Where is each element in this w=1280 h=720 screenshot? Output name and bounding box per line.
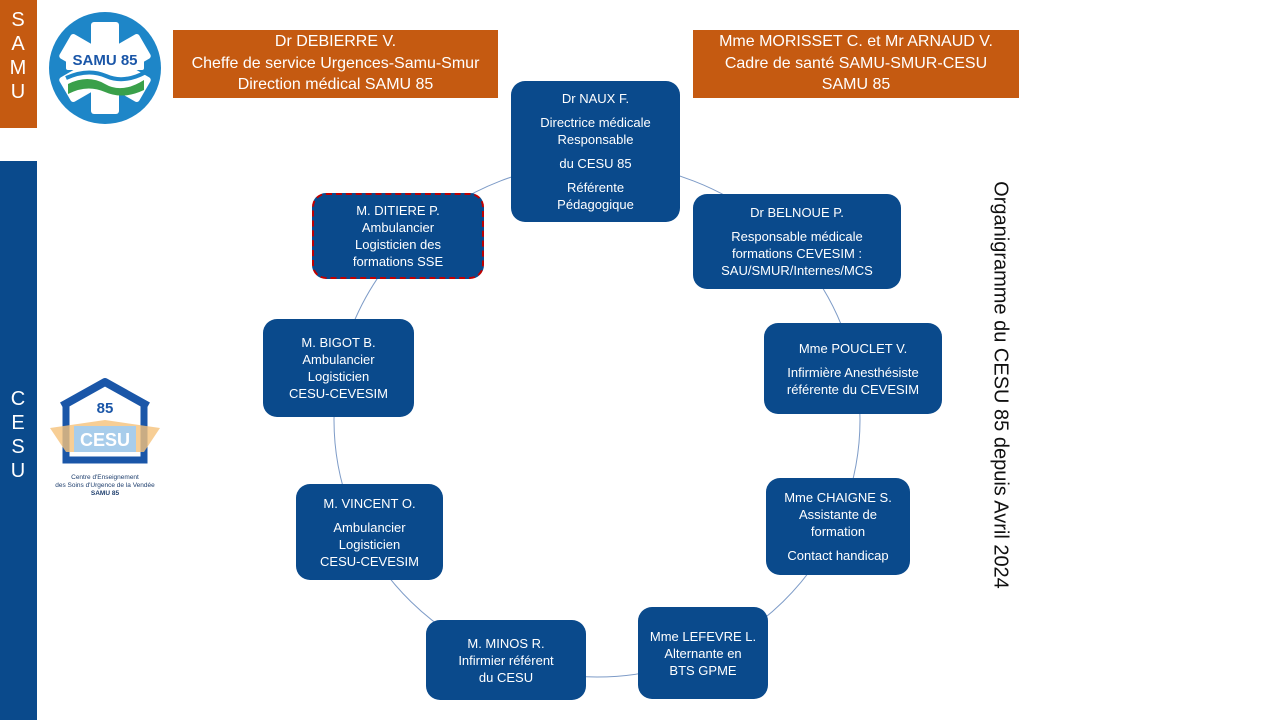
node-role: référente du CEVESIM (786, 381, 920, 397)
node-role: formation (810, 524, 866, 539)
cesu-logo-caption: Centre d'Enseignement des Soins d'Urgenc… (48, 474, 162, 498)
node-role: BTS GPME (669, 662, 737, 678)
page-title: Organigramme du CESU 85 depuis Avril 202… (989, 181, 1012, 589)
node-role: Ambulancier (333, 519, 406, 535)
header-line: Cheffe de service Urgences-Samu-Smur (191, 54, 480, 72)
cesu-logo-text: CESU (80, 430, 130, 450)
cesu-logo-number: 85 (97, 400, 114, 417)
node-name: M. DITIERE P. (356, 203, 440, 218)
cesu-vertical-label: C E S U (0, 387, 37, 483)
samu-vertical-label: S A M U (0, 0, 37, 104)
header-line: Dr DEBIERRE V. (274, 33, 397, 50)
header-line: Direction médical SAMU 85 (237, 76, 434, 93)
node-role: Infirmier référent (458, 652, 554, 668)
node-naux: Dr NAUX F. Directrice médicale Responsab… (511, 81, 680, 222)
node-role: Responsable médicale (731, 229, 863, 244)
node-role: CESU-CEVESIM (289, 386, 388, 401)
node-role: Logisticien (338, 536, 401, 552)
cesu-caption-line: des Soins d'Urgence de la Vendée (55, 482, 155, 489)
cesu-caption-line: SAMU 85 (90, 490, 120, 497)
node-role: Pédagogique (557, 197, 634, 212)
header-service-chief: Dr DEBIERRE V. Cheffe de service Urgence… (173, 30, 498, 98)
cesu-letter: C (10, 388, 27, 410)
cesu-caption-line: Centre d'Enseignement (71, 474, 139, 481)
node-role: Référente (566, 180, 625, 195)
cesu-side-bar: C E S U (0, 161, 37, 720)
samu-letter: U (10, 81, 27, 103)
header-line: Mme MORISSET C. et Mr ARNAUD V. (719, 33, 993, 50)
node-role: du CESU (478, 669, 534, 685)
node-name: M. VINCENT O. (323, 495, 416, 511)
samu85-logo: SAMU 85 (49, 12, 161, 124)
node-pouclet: Mme POUCLET V. Infirmière Anesthésiste r… (764, 323, 942, 414)
node-role: Ambulancier (361, 220, 435, 235)
cesu-letter: S (11, 436, 26, 458)
node-role: du CESU 85 (559, 156, 632, 171)
node-name: M. BIGOT B. (301, 335, 376, 350)
cesu-letter: E (11, 412, 26, 434)
node-name: Dr BELNOUE P. (750, 205, 844, 220)
cesu85-logo: 85 CESU (50, 378, 160, 464)
node-role: Ambulancier (302, 352, 375, 367)
node-role: Logisticien des (355, 237, 441, 252)
node-role: CESU-CEVESIM (320, 553, 419, 569)
node-vincent: M. VINCENT O. Ambulancier Logisticien CE… (296, 484, 443, 580)
samu-side-bar: S A M U (0, 0, 37, 128)
samu-letter: M (9, 57, 28, 79)
node-role: Alternante en (664, 645, 742, 661)
node-role: formations CEVESIM : (731, 246, 863, 261)
node-role: Infirmière Anesthésiste (787, 364, 919, 380)
samu-letter: A (11, 33, 26, 55)
node-name: Mme LEFEVRE L. (649, 628, 757, 644)
node-belnoue: Dr BELNOUE P. Responsable médicale forma… (693, 194, 901, 289)
node-ditiere: M. DITIERE P. Ambulancier Logisticien de… (312, 193, 484, 279)
node-name: Mme CHAIGNE S. (784, 490, 892, 505)
samu85-logo-text: SAMU 85 (72, 52, 137, 69)
cesu-letter: U (10, 460, 27, 482)
samu-letter: S (11, 9, 26, 31)
node-role: formations SSE (352, 254, 444, 269)
node-role: Contact handicap (787, 548, 889, 563)
node-role: Logisticien (307, 369, 370, 384)
node-chaigne: Mme CHAIGNE S. Assistante de formation C… (766, 478, 910, 575)
node-name: M. MINOS R. (467, 635, 545, 651)
node-role: Responsable (557, 132, 634, 147)
node-name: Mme POUCLET V. (798, 340, 908, 356)
header-line: SAMU 85 (821, 76, 891, 93)
node-bigot: M. BIGOT B. Ambulancier Logisticien CESU… (263, 319, 414, 417)
node-role: SAU/SMUR/Internes/MCS (721, 263, 873, 278)
node-role: Assistante de (798, 507, 878, 522)
node-name: Dr NAUX F. (561, 91, 630, 106)
header-health-managers: Mme MORISSET C. et Mr ARNAUD V. Cadre de… (693, 30, 1019, 98)
node-minos: M. MINOS R. Infirmier référent du CESU (426, 620, 586, 700)
node-role: Directrice médicale (540, 115, 651, 130)
node-lefevre: Mme LEFEVRE L. Alternante en BTS GPME (638, 607, 768, 699)
header-line: Cadre de santé SAMU-SMUR-CESU (724, 54, 988, 72)
